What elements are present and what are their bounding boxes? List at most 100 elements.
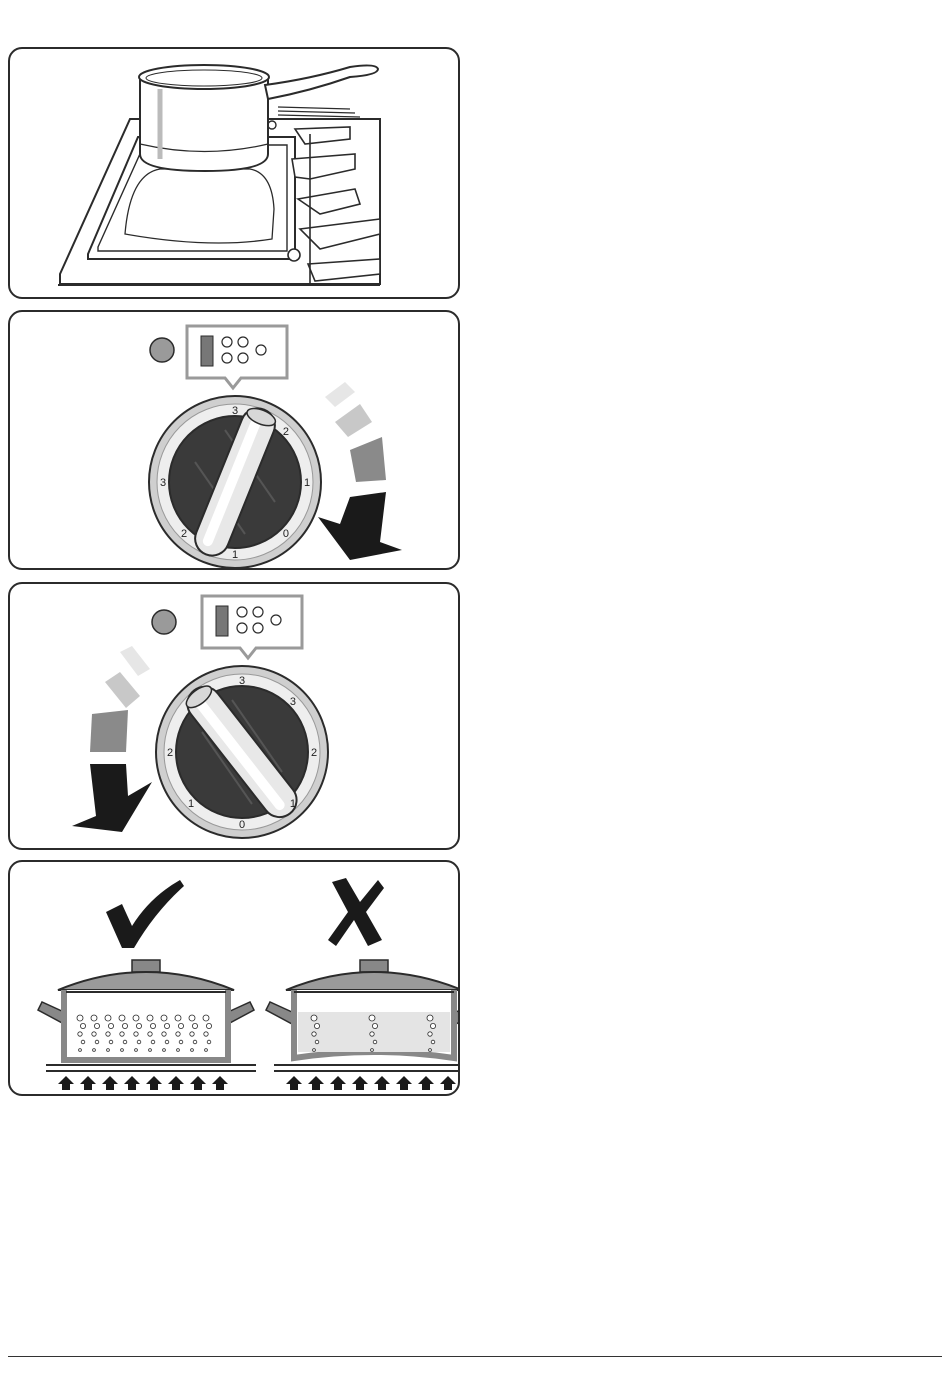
bubble — [314, 1023, 319, 1028]
bubble — [428, 1032, 432, 1036]
bubble — [121, 1049, 124, 1052]
heat-arrow-icon — [440, 1076, 456, 1090]
bubble — [175, 1015, 181, 1021]
bubble — [81, 1040, 85, 1044]
bubble — [136, 1023, 141, 1028]
bubble — [161, 1015, 167, 1021]
correct-pan-icon — [38, 960, 256, 1090]
bubble — [369, 1015, 375, 1021]
bubble — [137, 1040, 141, 1044]
heat-arrow-icon — [146, 1076, 162, 1090]
bubble — [204, 1032, 208, 1036]
bubble — [205, 1049, 208, 1052]
bubble — [312, 1032, 316, 1036]
heat-arrow-icon — [352, 1076, 368, 1090]
heat-arrow-icon — [190, 1076, 206, 1090]
indicator-lamp-icon — [152, 610, 176, 634]
saucepan-on-hotplate-illustration — [10, 49, 458, 297]
rotation-arrow-segment — [105, 672, 140, 708]
dial-mark: 3 — [290, 696, 296, 708]
bubble — [162, 1032, 166, 1036]
dial-mark: 2 — [167, 747, 173, 759]
bubble — [147, 1015, 153, 1021]
bubble — [150, 1023, 155, 1028]
dial-mark: 1 — [188, 798, 194, 810]
bubble — [164, 1023, 169, 1028]
heat-arrow-icon — [168, 1076, 184, 1090]
bubble — [311, 1015, 317, 1021]
heat-arrow-icon — [124, 1076, 140, 1090]
dial-mark: 1 — [232, 549, 238, 561]
footer-rule — [8, 1356, 942, 1357]
dial-mark: 3 — [232, 405, 238, 417]
dial-mark: 3 — [239, 675, 245, 687]
incorrect-pan-icon — [266, 960, 458, 1090]
heat-arrow-icon — [374, 1076, 390, 1090]
bubble — [315, 1040, 319, 1044]
hob-layout-icon — [187, 326, 287, 388]
bubble — [372, 1023, 377, 1028]
bubble — [134, 1032, 138, 1036]
bubble — [135, 1049, 138, 1052]
heat-arrow-icon — [330, 1076, 346, 1090]
bubble — [109, 1040, 113, 1044]
dial-mark: 2 — [181, 528, 187, 540]
pan-base-comparison-illustration — [10, 862, 458, 1094]
bubble — [78, 1032, 82, 1036]
heat-arrow-icon — [212, 1076, 228, 1090]
indicator-lamp-icon — [150, 338, 174, 362]
bubble — [373, 1040, 377, 1044]
bubble — [430, 1023, 435, 1028]
dial-mark: 1 — [304, 477, 310, 489]
bubble — [431, 1040, 435, 1044]
bubble — [80, 1023, 85, 1028]
bubble — [179, 1040, 183, 1044]
bubble — [190, 1032, 194, 1036]
bubble — [371, 1049, 374, 1052]
rotation-arrow-segment — [90, 710, 128, 752]
bubble — [313, 1049, 316, 1052]
bubble — [163, 1049, 166, 1052]
dial-mark: 0 — [283, 528, 289, 540]
bubble — [370, 1032, 374, 1036]
bubble — [427, 1015, 433, 1021]
bubble — [207, 1040, 211, 1044]
bubble — [105, 1015, 111, 1021]
dial-mark: 2 — [311, 747, 317, 759]
rotation-arrow-segment — [335, 404, 372, 437]
heat-arrow-icon — [80, 1076, 96, 1090]
bubble — [148, 1032, 152, 1036]
bubble — [149, 1049, 152, 1052]
bubble — [120, 1032, 124, 1036]
bubble — [77, 1015, 83, 1021]
bubble — [151, 1040, 155, 1044]
bubble — [94, 1023, 99, 1028]
pan-base-comparison-panel — [8, 860, 460, 1096]
bubble — [176, 1032, 180, 1036]
bubble — [79, 1049, 82, 1052]
bubble — [133, 1015, 139, 1021]
check-mark-icon — [106, 880, 184, 948]
bubble — [206, 1023, 211, 1028]
bubble — [191, 1049, 194, 1052]
anticlockwise-arrow-icon — [72, 764, 152, 832]
rotation-arrow-segment — [325, 382, 355, 407]
dial-mark: 2 — [283, 426, 289, 438]
bubble — [108, 1023, 113, 1028]
heat-arrow-icon — [418, 1076, 434, 1090]
rotation-arrow-segment — [120, 646, 150, 676]
bubble — [178, 1023, 183, 1028]
bubble — [119, 1015, 125, 1021]
bubble — [95, 1040, 99, 1044]
heat-arrow-icon — [58, 1076, 74, 1090]
bubble — [123, 1040, 127, 1044]
bubble — [203, 1015, 209, 1021]
bubble — [107, 1049, 110, 1052]
bubble — [192, 1023, 197, 1028]
hob-screw-icon — [268, 121, 276, 129]
hob-screw-icon — [288, 249, 300, 261]
dial-mark: 0 — [239, 819, 245, 831]
bubble — [106, 1032, 110, 1036]
